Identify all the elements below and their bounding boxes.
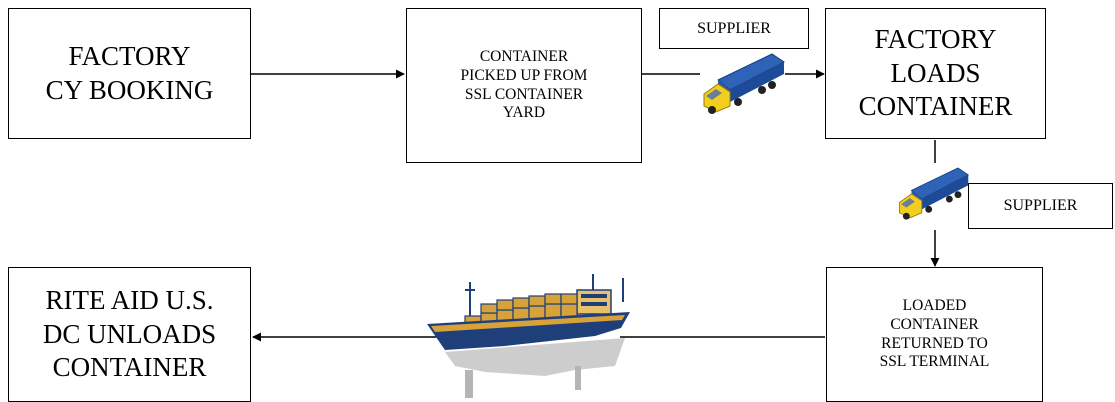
- truck-icon: [899, 167, 970, 220]
- rite-aid-dc-unloads-box: RITE AID U.S. DC UNLOADS CONTAINER: [8, 267, 251, 402]
- cargo-ship-icon: [427, 274, 630, 398]
- supplier-label-right: SUPPLIER: [968, 183, 1113, 229]
- factory-cy-booking-box: FACTORY CY BOOKING: [8, 8, 251, 139]
- supplier-label-top: SUPPLIER: [659, 8, 809, 49]
- container-pickup-box: CONTAINER PICKED UP FROM SSL CONTAINER Y…: [406, 8, 642, 163]
- loaded-container-returned-box: LOADED CONTAINER RETURNED TO SSL TERMINA…: [826, 267, 1043, 402]
- truck-icon: [703, 53, 785, 114]
- factory-loads-container-box: FACTORY LOADS CONTAINER: [825, 8, 1046, 139]
